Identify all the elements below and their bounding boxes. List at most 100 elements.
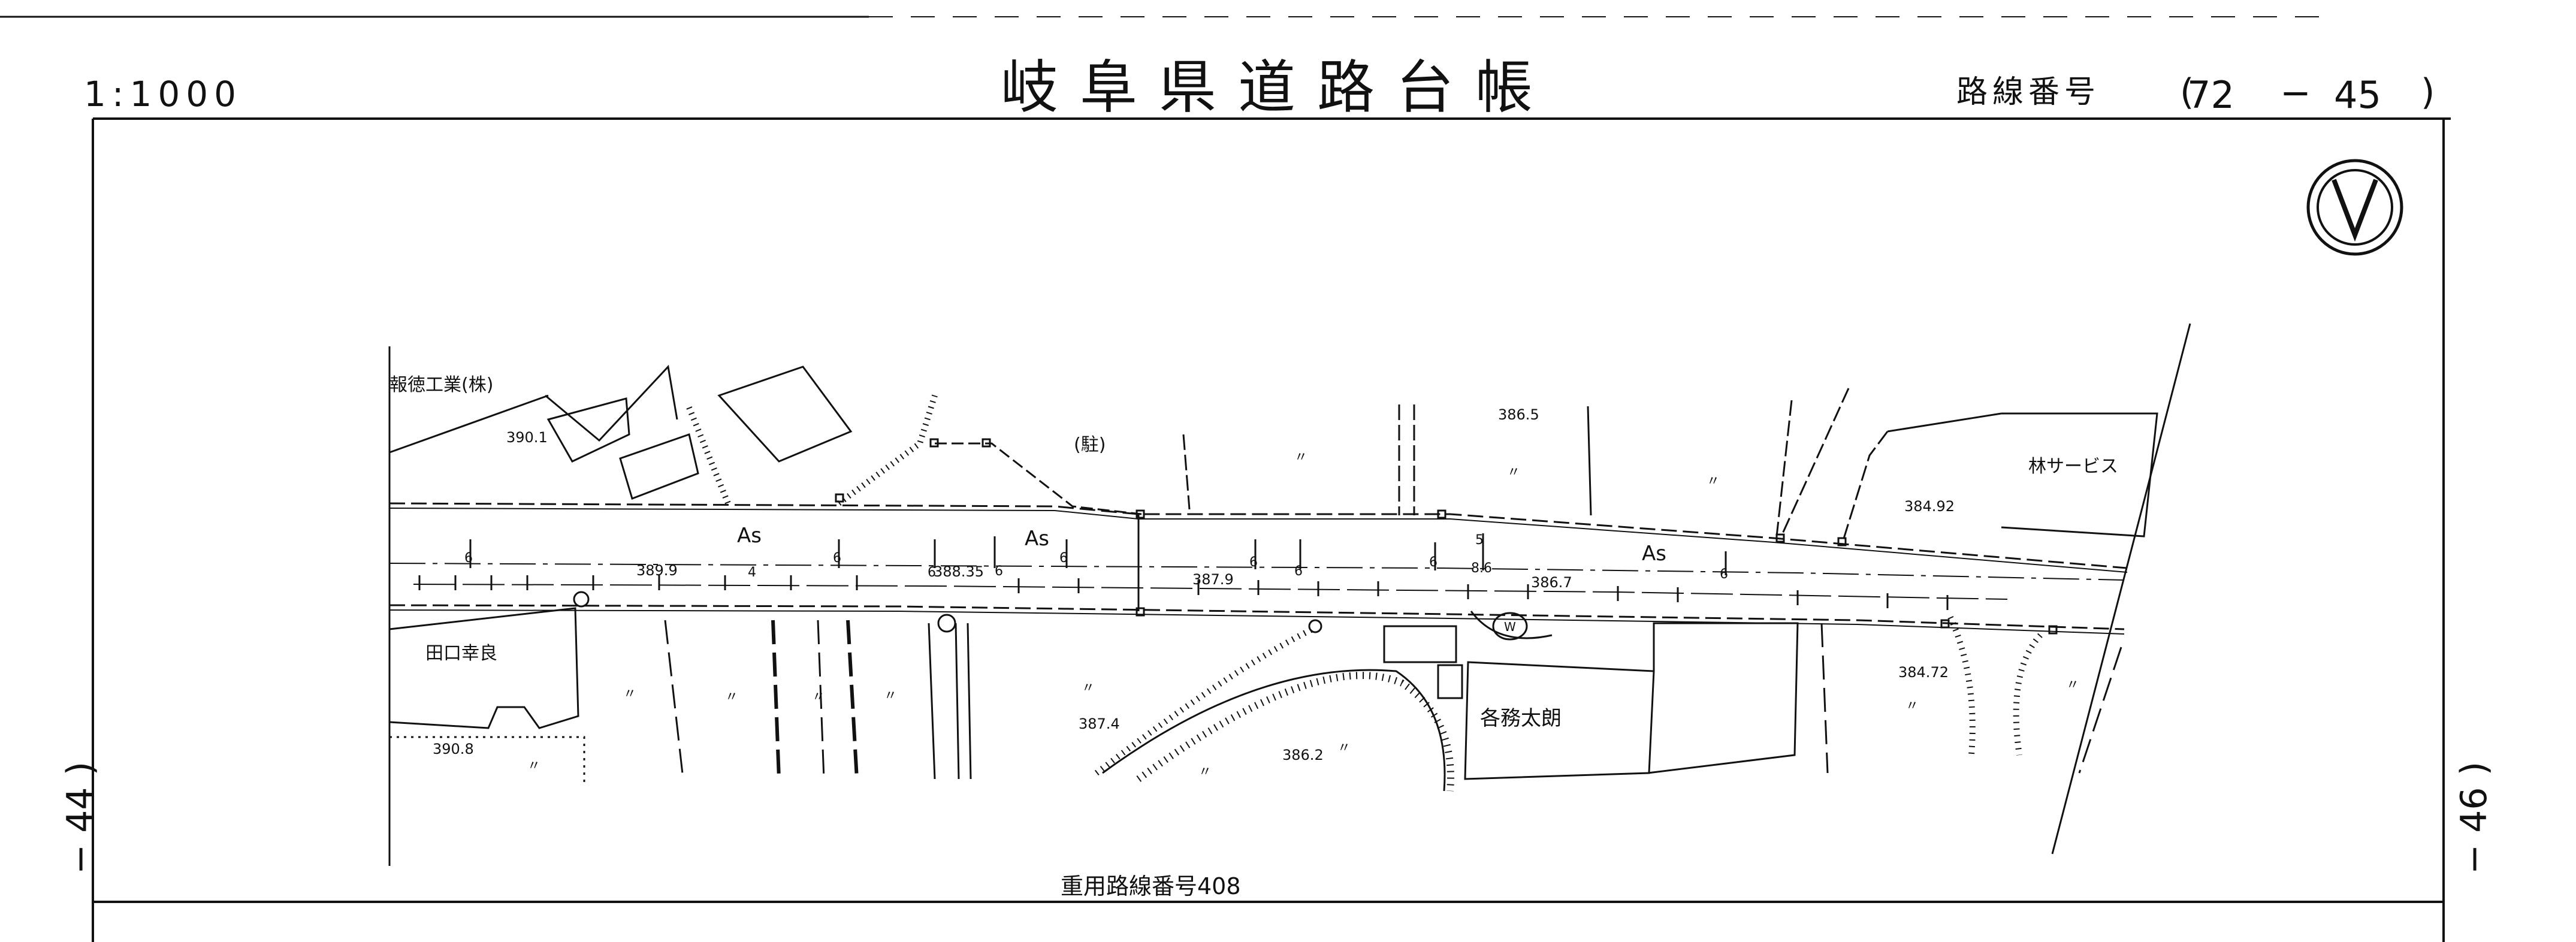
- w-circle: [1492, 612, 1528, 641]
- field-mark: 〃: [884, 689, 897, 704]
- curved-embankment-2: [1136, 672, 1454, 792]
- lot-line-s2: [771, 620, 781, 780]
- width-7: 6: [1294, 564, 1303, 579]
- elev-387-4: 387.4: [1079, 715, 1120, 732]
- road-north-edge-solid: [389, 508, 2128, 573]
- field-mark: 〃: [725, 690, 738, 705]
- road-south-edge: [389, 604, 2125, 630]
- overlap-route-note: 重用路線番号408: [1061, 873, 1241, 899]
- field-mark: 〃: [1294, 450, 1307, 465]
- sidewalk-line: [413, 584, 2008, 600]
- building-north-2: [717, 366, 853, 463]
- label-as-3: As: [1642, 542, 1666, 566]
- label-hayashi: 林サービス: [2028, 456, 2118, 477]
- elev-390-8: 390.8: [433, 741, 474, 757]
- field-mark: 〃: [527, 759, 540, 774]
- map-scale: 1:1000: [84, 74, 243, 114]
- width-2: 6: [833, 551, 841, 566]
- elev-389-9: 389.9: [636, 562, 678, 579]
- parking-lot: [935, 442, 1142, 515]
- plot-right-edge: [2051, 323, 2191, 855]
- building-hotoku-2: [545, 364, 678, 442]
- width-8: 6: [1429, 555, 1438, 570]
- elev-386-5: 386.5: [1498, 406, 1539, 423]
- hayashi-building: [2001, 412, 2158, 538]
- label-kakumu: 各務太朗: [1480, 707, 1562, 730]
- label-w: W: [1504, 620, 1516, 634]
- utility-markers: [573, 438, 2058, 635]
- embankment-s7: [1947, 615, 1976, 756]
- label-as-1: As: [737, 524, 762, 548]
- elev-384-72: 384.72: [1898, 664, 1949, 681]
- lot-line-s5: [928, 623, 972, 780]
- lot-line-6: [1182, 434, 1191, 510]
- road-north-edge: [389, 502, 2128, 569]
- field-mark: 〃: [623, 687, 636, 702]
- dotted-boundary: [389, 736, 585, 785]
- elev-386-7: 386.7: [1531, 574, 1572, 591]
- building-taguchi: [389, 607, 579, 729]
- embankment-s8: [2013, 633, 2043, 756]
- width-9: 8.6: [1471, 561, 1492, 576]
- curved-embankment-1: [1094, 626, 1314, 775]
- sheet-title: 岐阜県道路台帳: [1001, 54, 1554, 121]
- lot-line-s9: [2078, 647, 2122, 774]
- building-kakumu: [1464, 622, 1799, 780]
- road-ticks: [418, 575, 1949, 610]
- drain-crossings: [469, 533, 1727, 575]
- width-10: 6: [1720, 567, 1728, 582]
- route-number-label: 路線番号: [1956, 74, 2101, 110]
- road-south-edge-solid: [389, 609, 2125, 635]
- hatched-slope-1: [686, 406, 731, 505]
- elev-387-9: 387.9: [1192, 571, 1234, 588]
- lot-line-3: [1775, 388, 1850, 537]
- road-centerline: [389, 563, 2125, 581]
- elev-386-2: 386.2: [1282, 747, 1324, 763]
- north-arrow-icon: [2306, 159, 2403, 256]
- label-parking: (駐): [1074, 434, 1106, 455]
- label-taguchi: 田口幸良: [425, 643, 497, 664]
- route-paren-close: ): [2421, 71, 2435, 113]
- elev-390-1: 390.1: [506, 429, 548, 446]
- width-3: 6: [928, 565, 936, 580]
- lot-line-4: [1841, 431, 1889, 543]
- w-area: [1470, 611, 1553, 639]
- lot-line-s6: [1820, 623, 1829, 774]
- route-paren-open: (: [2180, 71, 2194, 113]
- label-as-2: As: [1025, 527, 1049, 551]
- elev-384-92: 384.92: [1904, 498, 1955, 515]
- width-6: 6: [1249, 555, 1258, 570]
- field-mark: 〃: [812, 690, 825, 705]
- lot-line-s1: [664, 620, 684, 780]
- field-mark: 〃: [1082, 681, 1095, 696]
- lot-line-s4: [846, 620, 859, 780]
- small-building-1: [1383, 625, 1457, 663]
- width-4: 6: [995, 564, 1003, 579]
- field-mark: 〃: [1905, 699, 1919, 714]
- building-north-1: [619, 433, 699, 500]
- lot-line-s3: [817, 620, 825, 780]
- lot-line-2: [1587, 406, 1592, 516]
- elev-388-35: 388.35: [934, 563, 984, 580]
- lot-line-1: [1398, 404, 1415, 515]
- width-11: 5: [1475, 533, 1484, 548]
- field-mark: 〃: [1507, 465, 1520, 480]
- building-hotoku: [389, 394, 630, 463]
- width-5: 6: [1059, 551, 1068, 566]
- field-mark: 〃: [1198, 765, 1212, 780]
- field-mark: 〃: [1337, 741, 1351, 756]
- lot-line-5: [1887, 412, 2002, 433]
- route-number-minor: 45: [2334, 73, 2381, 117]
- field-symbols: 〃 〃 〃 〃 〃 〃 〃 〃 〃 〃 〃 〃 〃: [527, 450, 2079, 780]
- field-mark: 〃: [1707, 474, 1720, 489]
- width-12: 4: [748, 565, 756, 580]
- route-number-major: 72: [2187, 73, 2234, 117]
- width-1: 6: [464, 551, 473, 566]
- curved-road: [1102, 669, 1446, 792]
- small-building-2: [1437, 664, 1463, 699]
- label-hotoku: 報徳工業(株): [389, 375, 493, 395]
- field-mark: 〃: [2066, 678, 2079, 693]
- hatched-slope-2: [837, 394, 938, 506]
- route-number-dash: −: [2280, 71, 2311, 114]
